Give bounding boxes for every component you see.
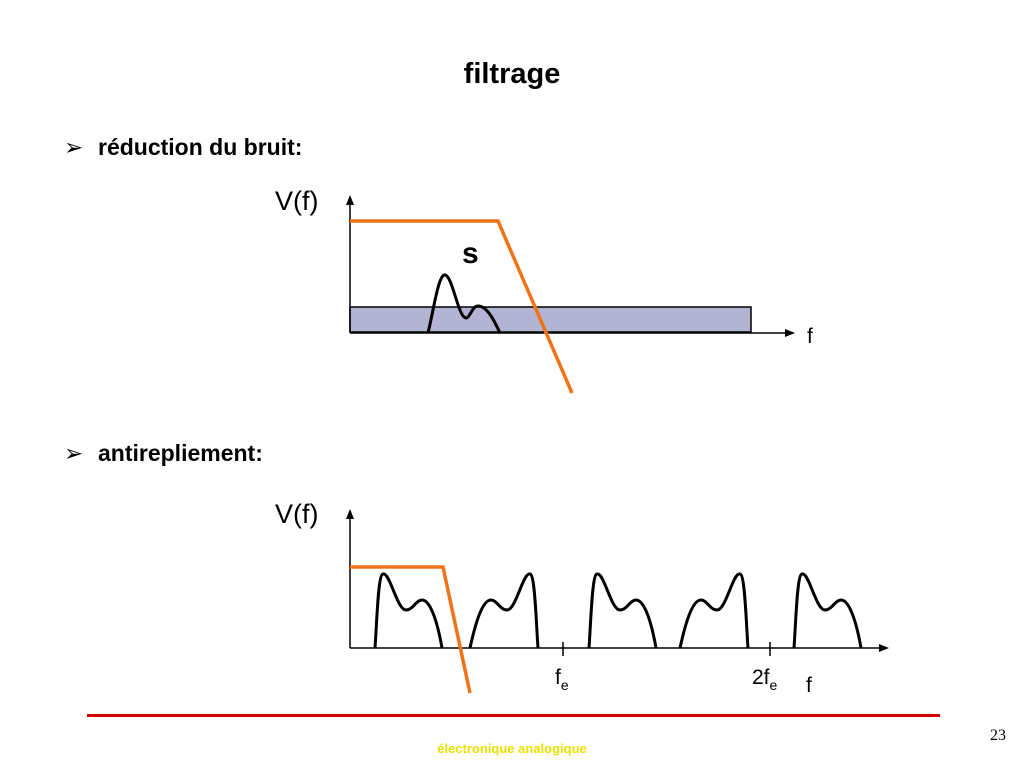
bullet-antialiasing: ➢ antirepliement:	[64, 440, 263, 467]
tick-label-2fe: 2fe	[752, 666, 778, 693]
arrow-bullet-icon: ➢	[64, 135, 84, 161]
noise-reduction-diagram: V(f) f s	[275, 186, 813, 394]
x-axis-label: f	[806, 674, 812, 697]
slide-title: filtrage	[463, 58, 561, 90]
tick-label-2fe-main: 2f	[752, 666, 770, 689]
tick-label-fe: fe	[555, 666, 569, 693]
signal-label: s	[462, 237, 479, 270]
tick-label-fe-sub: e	[561, 677, 569, 693]
image-spectrum-2	[587, 572, 658, 649]
signal-spectrum	[426, 273, 502, 334]
bullet-noise-reduction: ➢ réduction du bruit:	[64, 134, 302, 161]
page-number: 23	[990, 727, 1006, 744]
y-axis-label: V(f)	[275, 186, 319, 216]
tick-label-fe-main: f	[555, 666, 561, 689]
antialiasing-filter-response	[350, 565, 472, 694]
image-spectrum-3	[678, 572, 750, 649]
bullet-antialiasing-text: antirepliement:	[98, 440, 263, 466]
baseband-spectrum	[373, 572, 444, 649]
arrow-bullet-icon: ➢	[64, 441, 84, 467]
bullet-noise-reduction-text: réduction du bruit:	[98, 134, 303, 160]
antialiasing-diagram: V(f) f fe 2fe	[275, 499, 889, 697]
footer-divider	[87, 714, 940, 717]
image-spectrum-4	[792, 572, 863, 649]
x-axis-label: f	[807, 325, 813, 348]
footer-text: électronique analogique	[437, 741, 587, 756]
image-spectrum-1	[468, 572, 540, 649]
noise-band	[349, 306, 752, 333]
lowpass-filter-response	[350, 219, 574, 394]
y-axis-label: V(f)	[275, 499, 319, 529]
tick-label-2fe-sub: e	[770, 677, 778, 693]
